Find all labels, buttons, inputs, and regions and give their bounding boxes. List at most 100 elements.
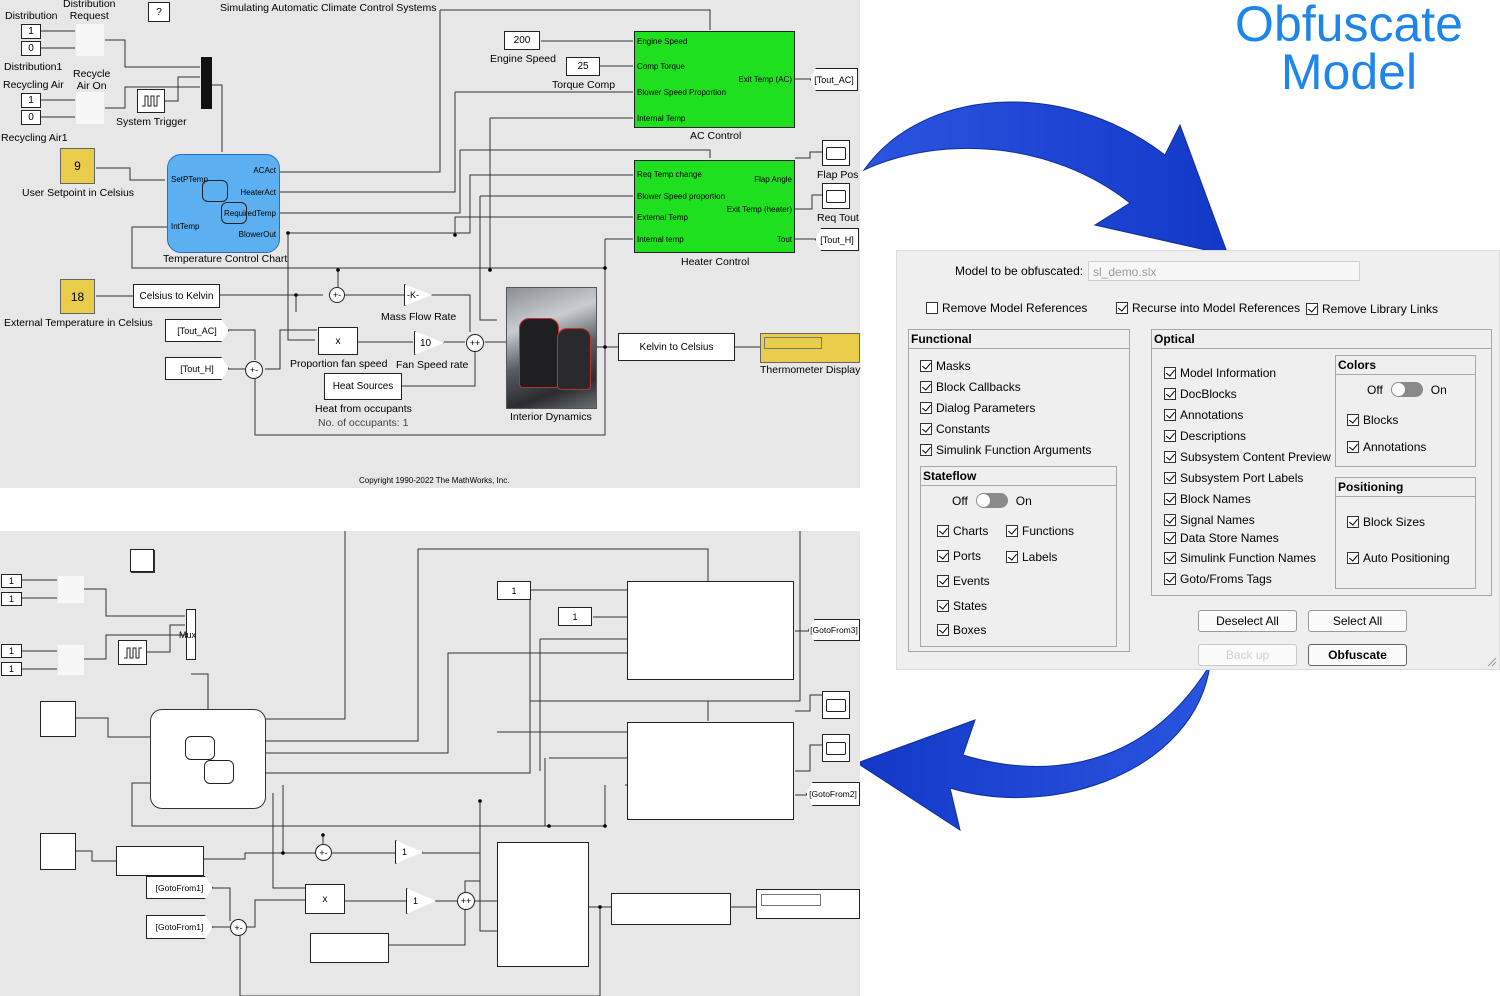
block-names-checkbox[interactable]: Block Names: [1164, 492, 1251, 506]
kelvin-to-celsius-block[interactable]: Kelvin to Celsius: [618, 333, 735, 361]
obf-conversion-block-1[interactable]: [116, 846, 204, 876]
obf-sum-3[interactable]: ++: [457, 892, 475, 910]
deselect-all-button[interactable]: Deselect All: [1198, 610, 1297, 632]
subsystem-content-preview-checkbox[interactable]: Subsystem Content Preview: [1164, 450, 1331, 464]
colors-annotations-checkbox[interactable]: Annotations: [1347, 440, 1426, 454]
obf-const-1[interactable]: 1: [1, 574, 22, 588]
const-user-setpoint[interactable]: 9: [60, 148, 95, 184]
obf-mux-block[interactable]: Mux: [179, 609, 196, 660]
from-tout-h[interactable]: [Tout_H]: [165, 357, 229, 380]
const-distribution-0[interactable]: 0: [21, 41, 41, 56]
labels-checkbox[interactable]: Labels: [1006, 550, 1057, 564]
remove-library-links-checkbox[interactable]: Remove Library Links: [1306, 302, 1438, 316]
masks-checkbox[interactable]: Masks: [920, 359, 971, 373]
scope-flap-pos[interactable]: [822, 140, 850, 166]
heater-control-subsystem[interactable]: Req Temp change Blower Speed proportion …: [634, 160, 795, 253]
const-external-temp[interactable]: 18: [60, 279, 95, 314]
signal-names-checkbox[interactable]: Signal Names: [1164, 513, 1255, 527]
mux-block[interactable]: [201, 57, 212, 109]
obf-from-1b[interactable]: [GotoFrom1]: [146, 915, 213, 939]
celsius-to-kelvin-block[interactable]: Celsius to Kelvin: [133, 284, 220, 308]
obf-goto-3[interactable]: [GotoFrom3]: [808, 619, 860, 641]
ac-control-subsystem[interactable]: Engine Speed Comp Torque Blower Speed Pr…: [634, 31, 795, 128]
sum-block-2[interactable]: +-: [245, 361, 263, 379]
functions-checkbox[interactable]: Functions: [1006, 524, 1074, 538]
switch-recycling[interactable]: [76, 92, 104, 124]
sum-block-1[interactable]: +-: [329, 287, 345, 303]
obf-heat-block[interactable]: [310, 933, 389, 963]
charts-checkbox[interactable]: Charts: [937, 524, 988, 538]
obf-product-block[interactable]: x: [305, 884, 345, 914]
switch-distribution[interactable]: [76, 24, 104, 56]
const-recycling-0[interactable]: 0: [21, 110, 41, 125]
obf-pulse-block[interactable]: [118, 640, 147, 665]
auto-positioning-checkbox[interactable]: Auto Positioning: [1347, 551, 1450, 565]
obf-interior-subsystem[interactable]: [497, 842, 589, 967]
scope-req-tout[interactable]: [822, 183, 850, 209]
select-all-button[interactable]: Select All: [1308, 610, 1407, 632]
obf-sum-1[interactable]: +-: [315, 844, 332, 861]
obf-const-4[interactable]: 1: [1, 662, 22, 676]
heat-sources-block[interactable]: Heat Sources: [324, 373, 402, 400]
descriptions-checkbox[interactable]: Descriptions: [1164, 429, 1246, 443]
simulink-function-args-checkbox[interactable]: Simulink Function Arguments: [920, 443, 1091, 457]
obf-conversion-block-2[interactable]: [611, 893, 731, 925]
obf-const-6[interactable]: 1: [558, 607, 592, 626]
ports-checkbox[interactable]: Ports: [937, 549, 981, 563]
goto-tout-h[interactable]: [Tout_H]: [815, 228, 859, 251]
constants-checkbox[interactable]: Constants: [920, 422, 990, 436]
system-trigger-block[interactable]: [137, 89, 165, 113]
obf-const-block-a[interactable]: [40, 701, 76, 737]
data-store-names-checkbox[interactable]: Data Store Names: [1164, 531, 1279, 545]
colors-toggle[interactable]: Off On: [1367, 382, 1447, 397]
goto-froms-tags-checkbox[interactable]: Goto/Froms Tags: [1164, 572, 1272, 586]
simulink-function-names-checkbox[interactable]: Simulink Function Names: [1164, 551, 1316, 565]
temperature-control-chart[interactable]: SetPTemp IntTemp ACAct HeaterAct Require…: [167, 154, 280, 253]
obf-chart-block[interactable]: [150, 709, 266, 809]
obf-subsystem-2[interactable]: [627, 722, 794, 820]
subsystem-port-labels-checkbox[interactable]: Subsystem Port Labels: [1164, 471, 1303, 485]
recurse-model-references-checkbox[interactable]: Recurse into Model References: [1116, 301, 1300, 315]
goto-tout-ac[interactable]: [Tout_AC]: [810, 68, 858, 91]
docblocks-checkbox[interactable]: DocBlocks: [1164, 387, 1237, 401]
model-information-checkbox[interactable]: Model Information: [1164, 366, 1276, 380]
obf-goto-2[interactable]: [GotoFrom2]: [806, 782, 860, 806]
const-engine-speed[interactable]: 200: [504, 31, 540, 50]
colors-blocks-checkbox[interactable]: Blocks: [1347, 413, 1398, 427]
obf-sum-2[interactable]: +-: [230, 919, 247, 936]
obf-switch-1[interactable]: [58, 576, 84, 603]
const-comp-torque[interactable]: 25: [566, 57, 600, 76]
const-recycling-1[interactable]: 1: [21, 93, 41, 108]
obf-const-3[interactable]: 1: [1, 644, 22, 658]
states-checkbox[interactable]: States: [937, 599, 987, 613]
obf-switch-2[interactable]: [58, 645, 84, 675]
annotations-checkbox[interactable]: Annotations: [1164, 408, 1243, 422]
block-sizes-checkbox[interactable]: Block Sizes: [1347, 515, 1425, 529]
stateflow-toggle[interactable]: Off On: [952, 493, 1032, 508]
boxes-checkbox[interactable]: Boxes: [937, 623, 986, 637]
obf-from-1a[interactable]: [GotoFrom1]: [146, 876, 213, 899]
obf-scope-1[interactable]: [822, 691, 850, 719]
obf-const-5[interactable]: 1: [497, 581, 531, 600]
obf-scope-2[interactable]: [822, 734, 850, 762]
events-checkbox[interactable]: Events: [937, 574, 990, 588]
remove-model-references-checkbox[interactable]: Remove Model References: [926, 301, 1087, 315]
obf-subsystem-1[interactable]: [627, 581, 794, 680]
block-callbacks-checkbox[interactable]: Block Callbacks: [920, 380, 1021, 394]
obf-empty-docblock[interactable]: [130, 549, 154, 572]
thermometer-display[interactable]: [760, 333, 860, 363]
model-input[interactable]: sl_demo.slx: [1088, 261, 1360, 281]
const-distribution-1[interactable]: 1: [21, 24, 41, 39]
obf-const-block-b[interactable]: [40, 833, 76, 870]
obf-const-2[interactable]: 1: [1, 592, 22, 606]
from-tout-ac[interactable]: [Tout_AC]: [165, 319, 229, 342]
back-up-button[interactable]: Back up: [1198, 644, 1297, 666]
help-button[interactable]: ?: [148, 2, 170, 22]
resize-grip-icon[interactable]: [1485, 655, 1497, 667]
product-block[interactable]: x: [318, 327, 358, 355]
interior-dynamics-image[interactable]: [506, 287, 597, 409]
dialog-parameters-checkbox[interactable]: Dialog Parameters: [920, 401, 1035, 415]
obfuscate-button[interactable]: Obfuscate: [1308, 644, 1407, 666]
sum-block-3[interactable]: ++: [466, 334, 484, 352]
obf-display-block[interactable]: [756, 889, 860, 919]
